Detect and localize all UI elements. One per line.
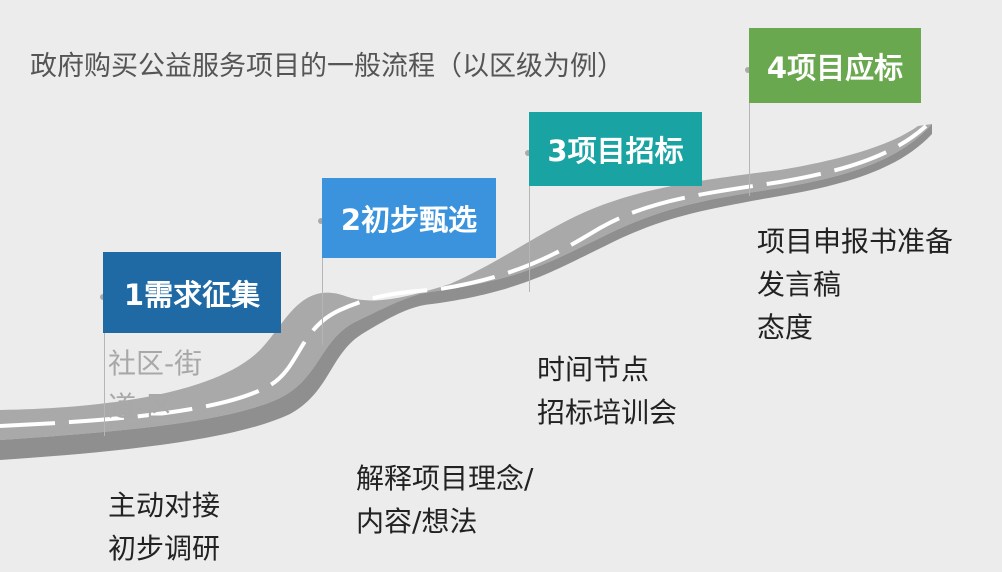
step3-note-below: 时间节点 招标培训会	[537, 348, 677, 434]
step1-note-below: 主动对接 初步调研	[108, 484, 220, 570]
note-line: 主动对接	[108, 489, 221, 522]
step2-dot	[318, 218, 324, 224]
note-line: 时间节点	[537, 353, 650, 386]
note-line: 态度	[757, 311, 814, 344]
step3-dot	[525, 150, 531, 156]
step4-note-below: 项目申报书准备 发言稿 态度	[757, 220, 953, 349]
road-body	[0, 124, 932, 440]
note-line: 社区-街	[108, 347, 203, 380]
step4-dot	[745, 67, 751, 73]
step3-pole	[529, 152, 530, 292]
step4-box: 4项目应标	[749, 28, 921, 103]
step1-pole	[104, 296, 105, 436]
step2-label: 2初步甄选	[340, 203, 478, 237]
note-line: 招标培训会	[537, 396, 678, 429]
note-line: 初步调研	[108, 532, 221, 565]
step3-label: 3项目招标	[547, 134, 684, 168]
note-line: 项目申报书准备	[757, 225, 954, 258]
step1-label: 1需求征集	[123, 277, 261, 312]
note-line: 解释项目理念/	[356, 462, 534, 495]
step4-label: 4项目应标	[766, 50, 904, 85]
step2-box: 2初步甄选	[322, 178, 496, 258]
page-title: 政府购买公益服务项目的一般流程（以区级为例）	[30, 51, 624, 82]
step4-pole	[749, 70, 750, 196]
step1-note-above: 社区-街 道-区	[108, 342, 202, 428]
road-lane-marking	[0, 124, 928, 428]
note-line: 内容/想法	[356, 505, 478, 538]
step3-box: 3项目招标	[529, 112, 702, 186]
note-line: 道-区	[108, 390, 175, 423]
step1-box: 1需求征集	[103, 252, 281, 333]
step2-pole	[322, 220, 323, 345]
road-lower-shade	[0, 124, 932, 460]
note-line: 发言稿	[757, 268, 842, 301]
step2-note-below: 解释项目理念/ 内容/想法	[356, 457, 533, 543]
